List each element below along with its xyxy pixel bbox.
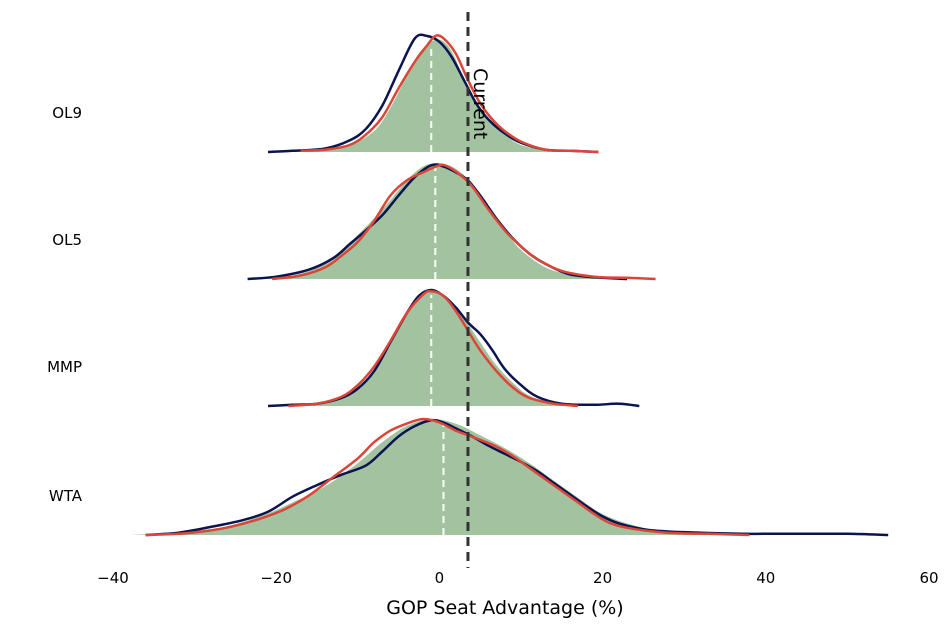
density-line-red-ol5 bbox=[271, 163, 656, 281]
row-label-mmp: MMP bbox=[47, 358, 82, 376]
density-fill-ol9 bbox=[300, 39, 579, 153]
x-tick-label: 60 bbox=[919, 569, 938, 587]
x-axis: −40 −20 0 20 40 60 bbox=[97, 569, 938, 587]
row-label-wta: WTA bbox=[49, 487, 83, 505]
row-label-ol9: OL9 bbox=[52, 104, 82, 122]
x-tick-label: 0 bbox=[435, 569, 445, 587]
ridge-mmp: MMP bbox=[47, 288, 640, 408]
x-tick-label: −20 bbox=[260, 569, 292, 587]
density-fill-ol5 bbox=[259, 162, 636, 279]
ridge-ol5: OL5 bbox=[52, 162, 656, 281]
density-fill-mmp bbox=[292, 290, 587, 406]
ridge-wta: WTA bbox=[49, 417, 889, 537]
current-reference-label: Current bbox=[469, 68, 491, 139]
density-line-red-wta bbox=[145, 417, 750, 537]
density-fill-wta bbox=[129, 418, 766, 535]
reference-line-group: Current bbox=[466, 12, 491, 568]
row-label-ol5: OL5 bbox=[52, 231, 82, 249]
x-axis-title: GOP Seat Advantage (%) bbox=[386, 597, 623, 619]
ridge-ol9: OL9 bbox=[52, 33, 599, 154]
x-tick-label: 20 bbox=[593, 569, 612, 587]
density-line-red-ol9 bbox=[300, 34, 599, 154]
x-tick-label: −40 bbox=[97, 569, 129, 587]
x-tick-label: 40 bbox=[756, 569, 775, 587]
density-line-red-mmp bbox=[288, 289, 579, 408]
